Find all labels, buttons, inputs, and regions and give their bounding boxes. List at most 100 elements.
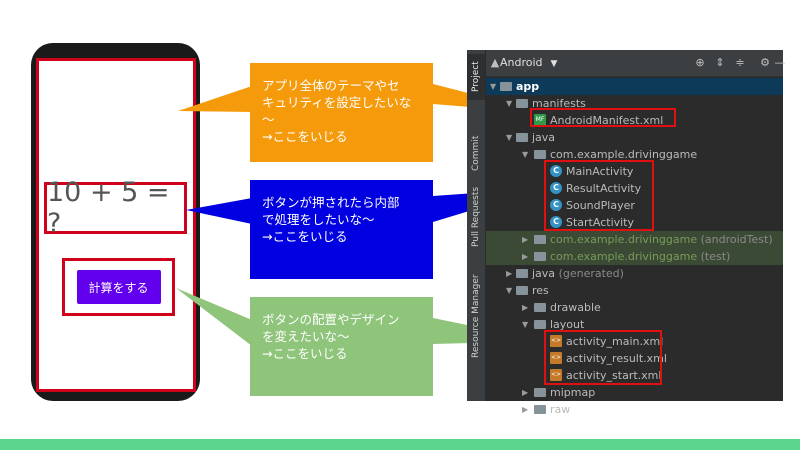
tree-item-label: AndroidManifest.xml (550, 114, 664, 127)
tab-project[interactable]: Project (467, 54, 485, 100)
locate-icon[interactable]: ⊕ (695, 55, 705, 69)
folder-icon (534, 405, 546, 414)
tree-item-label: java (532, 267, 556, 280)
chevron-down-icon: ▼ (522, 150, 529, 159)
tree-item-label: activity_result.xml (566, 352, 667, 365)
chevron-right-icon: ▶ (522, 303, 529, 312)
tree-item-suffix: (test) (700, 250, 731, 263)
folder-icon (534, 388, 546, 397)
tree-item-java[interactable]: ▼ java (486, 129, 783, 146)
layout-file-icon: <> (550, 352, 562, 364)
tree-item-label: com.example.drivinggame (550, 233, 698, 246)
callout-line: キュリティを設定したいな (262, 95, 412, 110)
callout-layout: ボタンの配置やデザイン を変えたいな〜 →ここをいじる (250, 297, 433, 396)
tree-item-label: MainActivity (566, 165, 634, 178)
callout-line: アプリ全体のテーマやセ (262, 78, 400, 93)
folder-icon (516, 99, 528, 108)
bottom-accent-bar (0, 439, 800, 450)
folder-icon (534, 320, 546, 329)
minimize-icon[interactable]: — (774, 55, 786, 69)
tree-item-label: StartActivity (566, 216, 635, 229)
callout-line: で処理をしたいな〜 (262, 212, 375, 227)
highlight-manifest-box (530, 108, 676, 127)
chevron-right-icon: ▶ (506, 269, 513, 278)
tree-item-label: mipmap (550, 386, 596, 399)
tree-item-suffix: (generated) (558, 267, 624, 280)
tree-item-activity-main[interactable]: <> activity_main.xml (486, 333, 783, 350)
settings-icon[interactable]: ⚙ (760, 55, 770, 69)
tree-item-resultactivity[interactable]: C ResultActivity (486, 180, 783, 197)
tree-item-label: ResultActivity (566, 182, 642, 195)
tree-item-manifests[interactable]: ▼ manifests (486, 95, 783, 112)
chevron-down-icon: ▼ (522, 320, 529, 329)
tab-commit[interactable]: Commit (471, 135, 481, 171)
tree-item-java-generated[interactable]: ▶ java (generated) (486, 265, 783, 282)
tab-resource-manager[interactable]: Resource Manager (471, 274, 481, 358)
callout-line: →ここをいじる (262, 229, 348, 244)
collapse-all-icon[interactable]: ≑ (735, 55, 745, 69)
tree-item-activity-start[interactable]: <> activity_start.xml (486, 367, 783, 384)
callout-line: ボタンが押されたら内部 (262, 195, 400, 210)
tree-item-res[interactable]: ▼ res (486, 282, 783, 299)
tree-item-label: layout (550, 318, 585, 331)
tree-item-label: SoundPlayer (566, 199, 635, 212)
tree-item-package-androidtest[interactable]: ▶ com.example.drivinggame (androidTest) (486, 231, 783, 248)
tree-item-label: activity_start.xml (566, 369, 662, 382)
view-mode-label: Android (500, 56, 543, 69)
chevron-down-icon: ▼ (490, 82, 497, 91)
callout-line: を変えたいな〜 (262, 329, 350, 344)
layout-file-icon: <> (550, 335, 562, 347)
chevron-down-icon: ▼ (550, 59, 558, 69)
pointer-orange (178, 86, 252, 112)
folder-icon (516, 269, 528, 278)
expand-all-icon[interactable]: ⇕ (715, 55, 725, 69)
tree-item-label: java (532, 131, 556, 144)
tree-item-label: activity_main.xml (566, 335, 664, 348)
class-icon: C (550, 199, 562, 211)
tree-item-label: drawable (550, 301, 601, 314)
button-highlight-frame: 計算をする (62, 258, 175, 316)
chevron-right-icon: ▶ (522, 405, 529, 414)
tree-item-drawable[interactable]: ▶ drawable (486, 299, 783, 316)
tab-pull-requests[interactable]: Pull Requests (471, 186, 481, 248)
tree-item-mipmap[interactable]: ▶ mipmap (486, 384, 783, 401)
highlight-layouts-box (544, 330, 662, 385)
ide-project-panel: Project Commit Pull Requests Resource Ma… (467, 50, 786, 416)
ide-toolbar: ▲ Android▼ ⊕ ⇕ ≑ ⚙ — (486, 50, 786, 77)
folder-icon (516, 286, 528, 295)
folder-icon (534, 303, 546, 312)
callout-line: 〜 (262, 112, 275, 127)
tree-item-app[interactable]: ▼ app (486, 78, 783, 95)
tree-item-mainactivity[interactable]: C MainActivity (486, 163, 783, 180)
tree-item-soundplayer[interactable]: C SoundPlayer (486, 197, 783, 214)
tree-item-package[interactable]: ▼ com.example.drivinggame (486, 146, 783, 163)
layout-file-icon: <> (550, 369, 562, 381)
callout-line: ボタンの配置やデザイン (262, 312, 400, 327)
tree-item-package-test[interactable]: ▶ com.example.drivinggame (test) (486, 248, 783, 265)
tree-item-raw[interactable]: ▶ raw (486, 401, 783, 418)
chevron-down-icon: ▼ (506, 286, 513, 295)
calculate-button[interactable]: 計算をする (76, 270, 161, 304)
module-icon (500, 82, 512, 91)
tree-item-activity-result[interactable]: <> activity_result.xml (486, 350, 783, 367)
callout-line: →ここをいじる (262, 129, 348, 144)
tree-item-label: raw (550, 403, 571, 416)
ide-side-toolbar: Project Commit Pull Requests Resource Ma… (467, 50, 486, 401)
tree-item-androidmanifest[interactable]: MF AndroidManifest.xml (486, 112, 783, 129)
equation-text: 10 + 5 = ? (44, 177, 187, 239)
tree-item-label: res (532, 284, 549, 297)
highlight-activities-box (544, 160, 654, 231)
class-icon: C (550, 182, 562, 194)
tree-item-label: com.example.drivinggame (550, 148, 698, 161)
tree-item-startactivity[interactable]: C StartActivity (486, 214, 783, 231)
package-icon (534, 235, 546, 244)
view-mode-select[interactable]: Android ▼ (500, 56, 557, 69)
callout-line: →ここをいじる (262, 346, 348, 361)
tree-item-label: com.example.drivinggame (550, 250, 698, 263)
chevron-right-icon: ▶ (522, 388, 529, 397)
tree-item-label: app (516, 80, 540, 93)
package-icon (534, 150, 546, 159)
chevron-right-icon: ▶ (522, 235, 529, 244)
screen-highlight-frame (36, 58, 196, 392)
tree-item-layout[interactable]: ▼ layout (486, 316, 783, 333)
